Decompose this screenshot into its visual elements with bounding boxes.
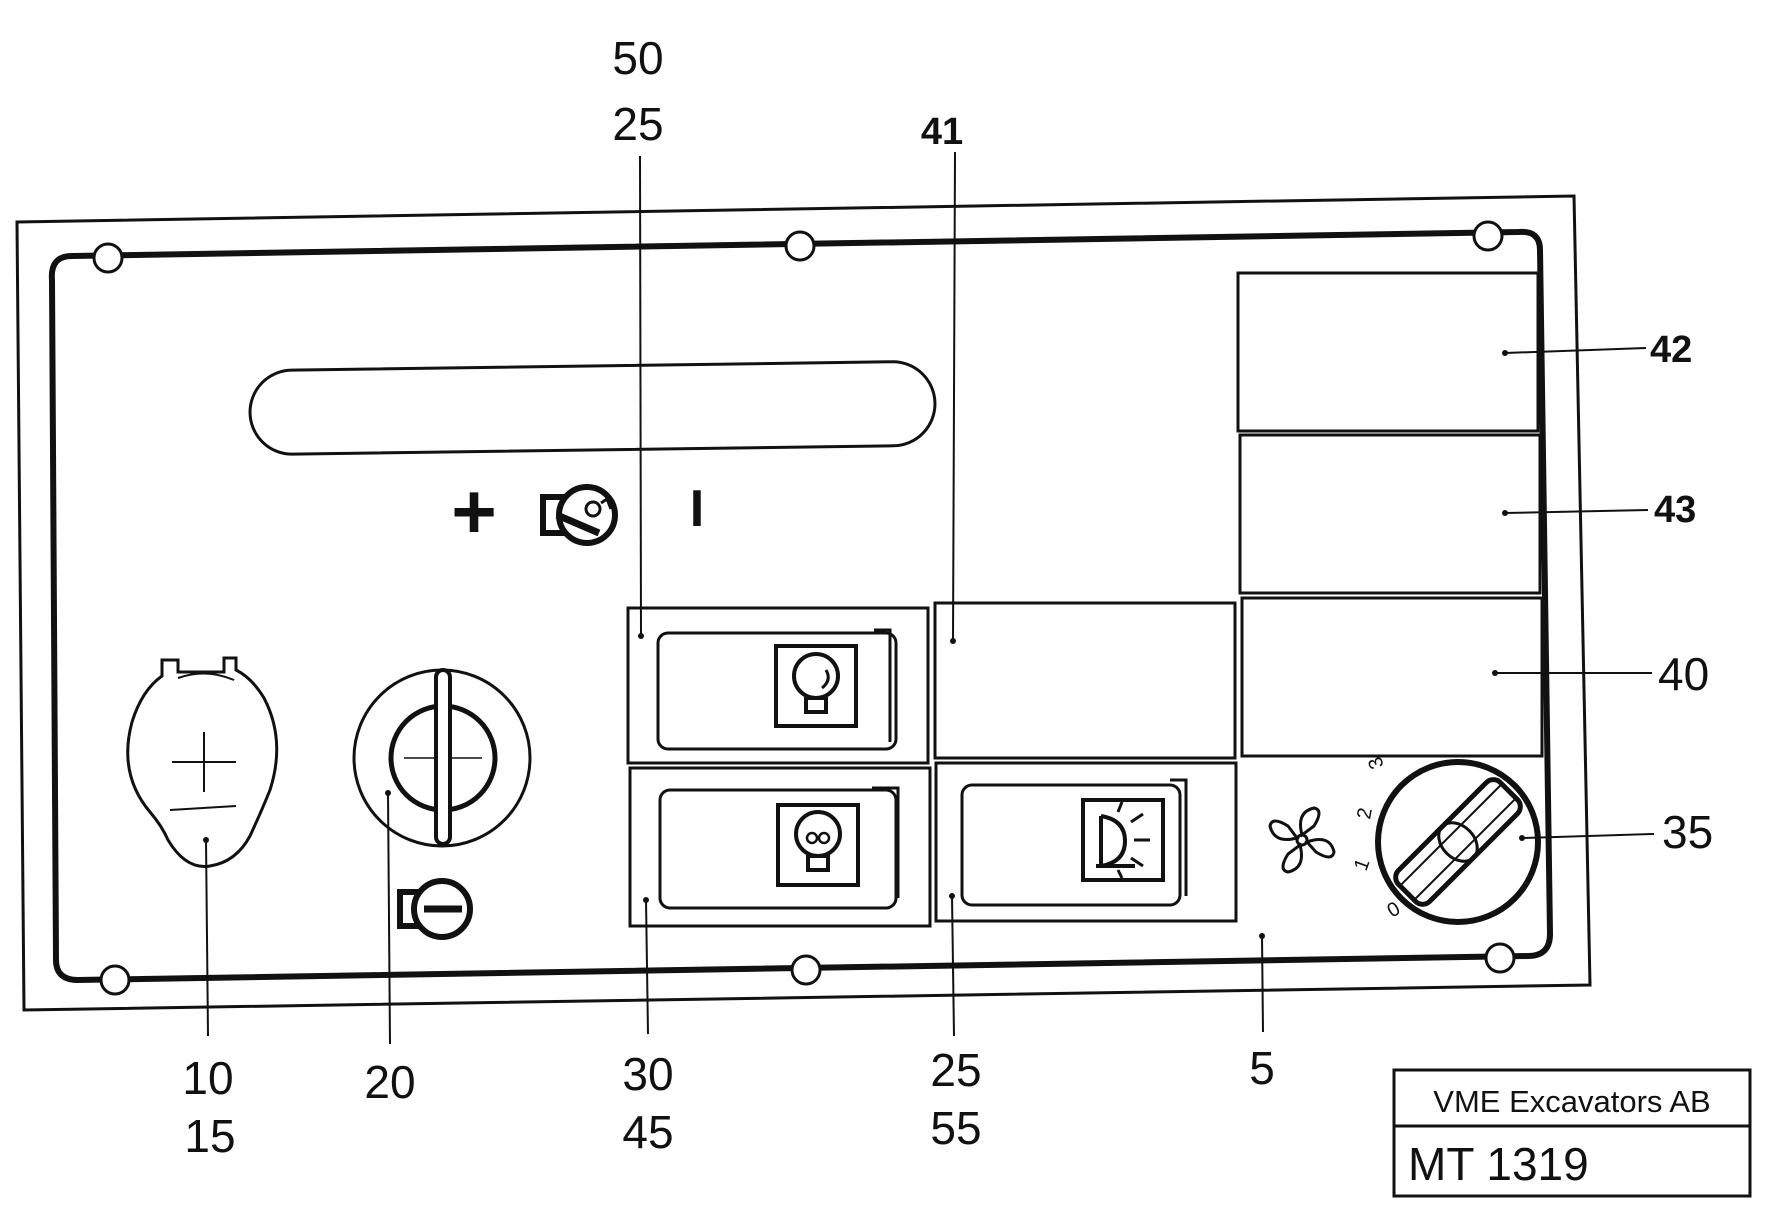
screw bbox=[790, 954, 822, 986]
screw bbox=[1484, 942, 1516, 974]
screw bbox=[99, 964, 131, 996]
key-icon bbox=[540, 484, 618, 546]
title-block-code: MT 1319 bbox=[1408, 1138, 1589, 1190]
fan-dial-position-1: 1 bbox=[1350, 856, 1374, 874]
title-block-company: VME Excavators AB bbox=[1433, 1084, 1710, 1119]
callout-41: 41 bbox=[921, 111, 963, 153]
fan-icon bbox=[1268, 806, 1336, 874]
socket-cap-icon bbox=[126, 656, 279, 868]
callout-40: 40 bbox=[1658, 648, 1709, 700]
fan-speed-dial[interactable] bbox=[1375, 759, 1541, 925]
panel-inner-border bbox=[48, 228, 1554, 984]
callout-15: 15 bbox=[184, 1110, 235, 1162]
double-lamp-icon bbox=[776, 803, 860, 887]
fan-dial-position-2: 2 bbox=[1353, 806, 1377, 821]
key-off-icon bbox=[397, 878, 473, 940]
key-switch-icon[interactable] bbox=[352, 668, 532, 848]
callout-45: 45 bbox=[622, 1106, 673, 1158]
indicator-module-40 bbox=[1240, 596, 1544, 758]
ignition-on-symbol: I bbox=[690, 480, 704, 538]
work-light-rocker-switch[interactable] bbox=[934, 761, 1238, 923]
callout-10: 10 bbox=[182, 1052, 233, 1104]
lamp-rocker-switch[interactable] bbox=[626, 606, 930, 765]
mounting-screws bbox=[92, 220, 1516, 996]
work-light-icon bbox=[1081, 798, 1165, 882]
title-block: VME Excavators AB MT 1319 bbox=[1392, 1068, 1752, 1198]
ignition-plus-symbol: + bbox=[451, 467, 497, 555]
callout-25-bottom: 25 bbox=[930, 1044, 981, 1096]
screw bbox=[784, 230, 816, 262]
hazard-rocker-switch[interactable] bbox=[628, 766, 932, 928]
blank-module-41 bbox=[933, 601, 1237, 760]
panel-outline bbox=[15, 194, 1592, 1012]
callout-5: 5 bbox=[1249, 1042, 1275, 1094]
callout-20: 20 bbox=[364, 1056, 415, 1108]
callout-50: 50 bbox=[612, 32, 663, 84]
callout-42: 42 bbox=[1650, 329, 1692, 371]
leader-lines bbox=[205, 151, 1655, 1045]
label-slot bbox=[248, 360, 937, 456]
callout-30: 30 bbox=[622, 1048, 673, 1100]
callout-55: 55 bbox=[930, 1102, 981, 1154]
callout-35: 35 bbox=[1662, 806, 1713, 858]
lamp-icon bbox=[774, 644, 858, 728]
indicator-module-42 bbox=[1236, 271, 1540, 433]
screw bbox=[92, 242, 124, 274]
screw bbox=[1472, 220, 1504, 252]
callout-25-top: 25 bbox=[612, 98, 663, 150]
indicator-module-43 bbox=[1238, 433, 1542, 595]
callout-43: 43 bbox=[1654, 489, 1696, 531]
